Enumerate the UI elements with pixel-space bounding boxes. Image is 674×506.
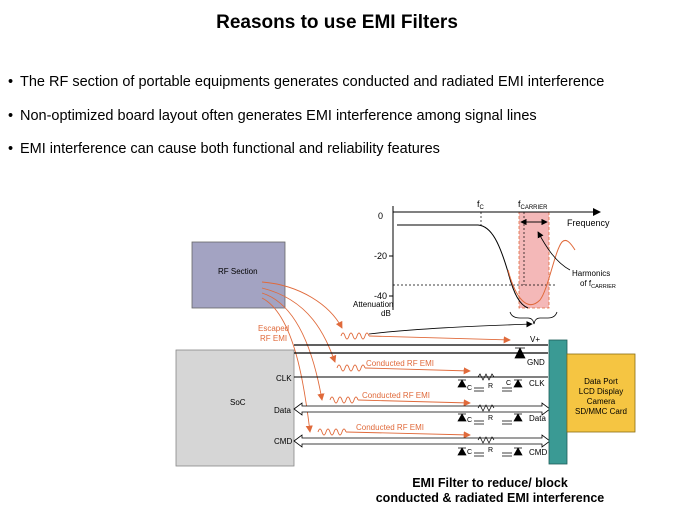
bullet-item: • EMI interference can cause both functio…	[8, 141, 440, 157]
frequency-label: Frequency	[567, 218, 610, 228]
harmonics-label-2: of fCARRIER	[580, 279, 616, 290]
data-port-line-4: SD/MMC Card	[575, 407, 627, 416]
conducted-emi-label: Conducted RF EMI	[356, 423, 424, 432]
capacitor-icon	[474, 420, 484, 425]
attenuation-graph: 0 -20 -40 Attenuation dB fC fCARRIER Fre…	[353, 199, 616, 325]
bullet-item: • The RF section of portable equipments g…	[8, 74, 604, 90]
emi-coils	[317, 332, 370, 436]
emi-arrows	[345, 335, 511, 439]
data-port-line-2: LCD Display	[579, 387, 623, 396]
bullet-text: EMI interference can cause both function…	[20, 141, 440, 157]
resistor-label: R	[488, 415, 493, 422]
diode-icon	[457, 413, 467, 422]
rf-section-label: RF Section	[218, 267, 258, 276]
fc-label-sub: C	[480, 205, 485, 211]
emi-arrow	[368, 335, 511, 344]
fcarrier-label-sub: CARRIER	[521, 205, 549, 211]
out-clk-label: CLK	[529, 379, 545, 388]
bullet-text: Non-optimized board layout often generat…	[20, 108, 537, 124]
carrier-response-curve	[507, 239, 576, 306]
capacitor-icon	[474, 387, 484, 392]
filter-caption-line-2: conducted & radiated EMI interference	[375, 491, 605, 505]
y-tick-0: 0	[378, 211, 383, 221]
soc-data-label: Data	[274, 406, 291, 415]
page-title: Reasons to use EMI Filters	[216, 12, 458, 33]
capacitor-label: C	[467, 417, 472, 424]
bullet-marker: •	[8, 108, 14, 124]
diode-icon	[513, 447, 523, 456]
bullet-text: The RF section of portable equipments ge…	[20, 74, 605, 90]
vplus-label: V+	[530, 335, 540, 344]
resistor-icon	[477, 436, 495, 444]
soc-box	[175, 349, 295, 467]
graph-brace	[509, 311, 558, 325]
db-label: dB	[381, 309, 391, 318]
carrier-highlight	[518, 211, 550, 309]
emi-coil	[317, 428, 347, 436]
capacitor-icon	[502, 452, 512, 457]
soc-cmd-label: CMD	[274, 437, 292, 446]
y-tick-40: -40	[374, 291, 387, 301]
bullet-marker: •	[8, 74, 14, 90]
capacitor-label: C	[506, 380, 511, 387]
escaped-emi-arrow	[261, 297, 313, 433]
gnd-label: GND	[527, 358, 545, 367]
harmonics-label-sub: CARRIER	[591, 284, 616, 290]
graph-to-filter-arrow	[368, 321, 533, 335]
bullet-item: • Non-optimized board layout often genera…	[8, 108, 537, 124]
capacitor-label: C	[467, 385, 472, 392]
escaped-emi-label-2: RF EMI	[260, 334, 287, 343]
fcarrier-label-f: f	[518, 199, 521, 209]
emi-filter-components	[457, 347, 526, 457]
diode-icon	[457, 379, 467, 388]
filter-response-curve	[397, 224, 529, 309]
harmonics-pointer	[537, 231, 571, 271]
attenuation-label: Attenuation	[353, 300, 393, 309]
conducted-emi-label: Conducted RF EMI	[362, 391, 430, 400]
emi-coil	[340, 332, 370, 340]
emi-coil	[329, 396, 359, 404]
diode-icon	[513, 379, 523, 388]
data-bus-arrow	[293, 402, 551, 416]
capacitor-icon	[474, 452, 484, 457]
resistor-label: R	[488, 383, 493, 390]
out-data-label: Data	[529, 414, 546, 423]
harmonics-label: Harmonics	[572, 269, 610, 278]
fc-label-f: f	[477, 199, 480, 209]
harmonics-label-f: of f	[580, 279, 592, 288]
filter-caption-line-1: EMI Filter to reduce/ block	[412, 476, 568, 490]
data-port-line-1: Data Port	[584, 377, 619, 386]
bullet-marker: •	[8, 141, 14, 157]
out-cmd-label: CMD	[529, 448, 547, 457]
data-port-box	[566, 353, 636, 433]
conducted-emi-label: Conducted RF EMI	[366, 359, 434, 368]
capacitor-icon	[502, 420, 512, 425]
y-tick-20: -20	[374, 251, 387, 261]
escaped-emi-arrow	[261, 281, 343, 329]
soc-label: SoC	[230, 398, 246, 407]
diode-icon	[513, 413, 523, 422]
diode-icon	[457, 447, 467, 456]
emi-coil	[336, 364, 366, 372]
resistor-icon	[477, 373, 495, 381]
cmd-bus-arrow	[293, 434, 551, 448]
resistor-label: R	[488, 447, 493, 454]
capacitor-icon	[502, 387, 512, 392]
fcarrier-label: fCARRIER	[518, 199, 548, 211]
escaped-emi-arrows	[261, 281, 343, 433]
capacitor-label: C	[467, 449, 472, 456]
connector-bar	[548, 339, 568, 465]
resistor-icon	[477, 404, 495, 412]
data-port-line-3: Camera	[587, 397, 616, 406]
escaped-emi-label: Escaped	[258, 324, 289, 333]
emi-arrow	[357, 399, 471, 407]
fc-label: fC	[477, 199, 485, 211]
emi-arrow	[345, 431, 471, 439]
escaped-emi-arrow	[261, 292, 325, 401]
soc-clk-label: CLK	[276, 374, 292, 383]
rf-section-box	[191, 241, 286, 309]
emi-arrow	[364, 367, 471, 375]
